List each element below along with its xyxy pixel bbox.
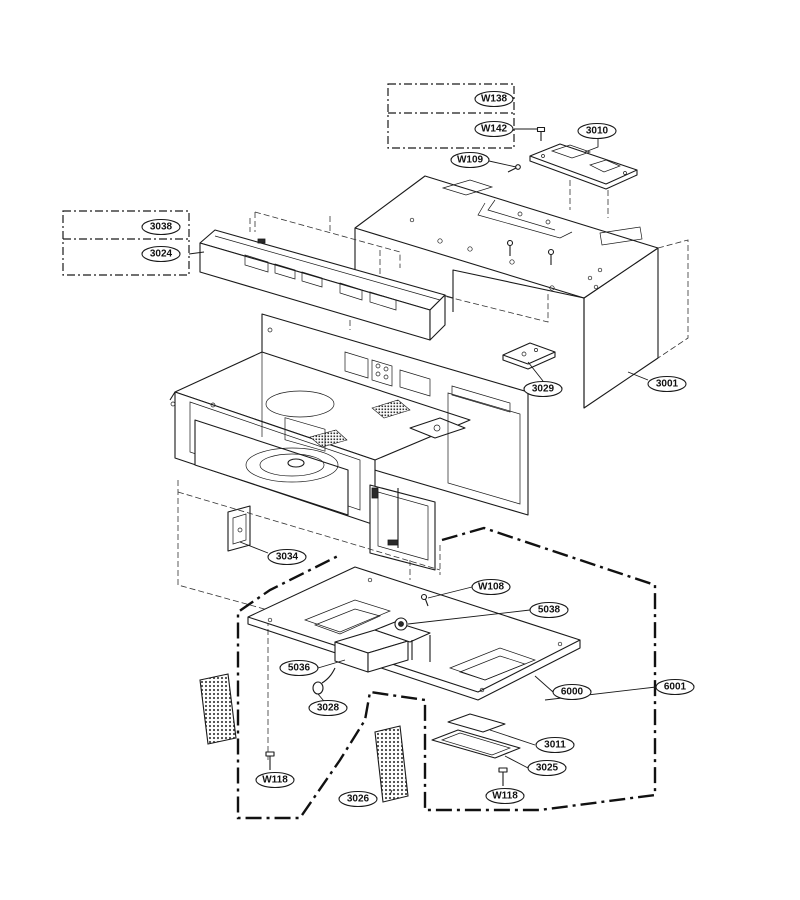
grease-filter-left bbox=[199, 673, 237, 745]
callout-3001: 3001 bbox=[647, 375, 687, 393]
plate-3034 bbox=[227, 505, 251, 552]
svg-text:W138: W138 bbox=[481, 94, 508, 105]
svg-text:6001: 6001 bbox=[664, 682, 687, 693]
svg-text:3026: 3026 bbox=[347, 794, 370, 805]
svg-text:3010: 3010 bbox=[586, 126, 609, 137]
callout-w118-left: W118 bbox=[255, 771, 295, 789]
grease-filter-3026 bbox=[374, 725, 409, 803]
bracket-3029 bbox=[502, 342, 556, 370]
callout-3025: 3025 bbox=[527, 759, 567, 777]
svg-text:W109: W109 bbox=[457, 155, 484, 166]
callout-w138: W138 bbox=[474, 90, 514, 108]
base-plate-6000 bbox=[247, 566, 581, 701]
callout-3010: 3010 bbox=[577, 122, 617, 140]
alignment-lines-upper bbox=[254, 211, 401, 268]
control-panel-3024 bbox=[199, 218, 446, 341]
svg-text:3028: 3028 bbox=[317, 703, 340, 714]
w138-w142-option-box bbox=[387, 83, 515, 149]
outer-case-3001 bbox=[354, 164, 689, 409]
svg-text:W142: W142 bbox=[481, 124, 508, 135]
3038-3024-option-box bbox=[62, 210, 190, 276]
svg-text:W118: W118 bbox=[262, 775, 288, 786]
alignment-lines-middle bbox=[177, 480, 441, 760]
svg-text:W118: W118 bbox=[492, 791, 518, 802]
svg-text:3011: 3011 bbox=[544, 740, 566, 751]
callout-w108: W108 bbox=[471, 578, 511, 596]
svg-text:3025: 3025 bbox=[536, 763, 559, 774]
svg-text:W108: W108 bbox=[478, 582, 505, 593]
screw-w118-right bbox=[498, 767, 508, 786]
svg-text:3038: 3038 bbox=[150, 222, 173, 233]
lens-3025 bbox=[431, 729, 521, 759]
svg-text:5038: 5038 bbox=[538, 605, 561, 616]
callout-3024: 3024 bbox=[141, 245, 181, 263]
svg-text:3029: 3029 bbox=[532, 384, 555, 395]
svg-text:3034: 3034 bbox=[276, 552, 299, 563]
callout-w142: W142 bbox=[474, 120, 514, 138]
callout-3034: 3034 bbox=[267, 548, 307, 566]
callout-3038: 3038 bbox=[141, 218, 181, 236]
svg-text:6000: 6000 bbox=[561, 687, 584, 698]
callout-5038: 5038 bbox=[529, 601, 569, 619]
screw-w118-left bbox=[265, 751, 275, 770]
callout-3029: 3029 bbox=[523, 380, 563, 398]
oven-cavity-chassis bbox=[169, 313, 529, 571]
callout-3011: 3011 bbox=[535, 736, 575, 754]
callout-5036: 5036 bbox=[279, 659, 319, 677]
callout-6001: 6001 bbox=[655, 678, 695, 696]
callout-3026: 3026 bbox=[338, 790, 378, 808]
svg-text:5036: 5036 bbox=[288, 663, 311, 674]
svg-text:3001: 3001 bbox=[656, 379, 679, 390]
svg-text:3024: 3024 bbox=[150, 249, 173, 260]
top-plate-3010 bbox=[529, 143, 638, 218]
callout-w118-right: W118 bbox=[485, 787, 525, 805]
screw-w142 bbox=[536, 126, 546, 141]
callout-w109: W109 bbox=[450, 151, 490, 169]
callout-6000: 6000 bbox=[552, 683, 592, 701]
callout-3028: 3028 bbox=[308, 699, 348, 717]
assembly-boundary-6001 bbox=[236, 526, 657, 820]
lamp-3028 bbox=[312, 667, 336, 695]
cover-3011 bbox=[447, 713, 506, 733]
